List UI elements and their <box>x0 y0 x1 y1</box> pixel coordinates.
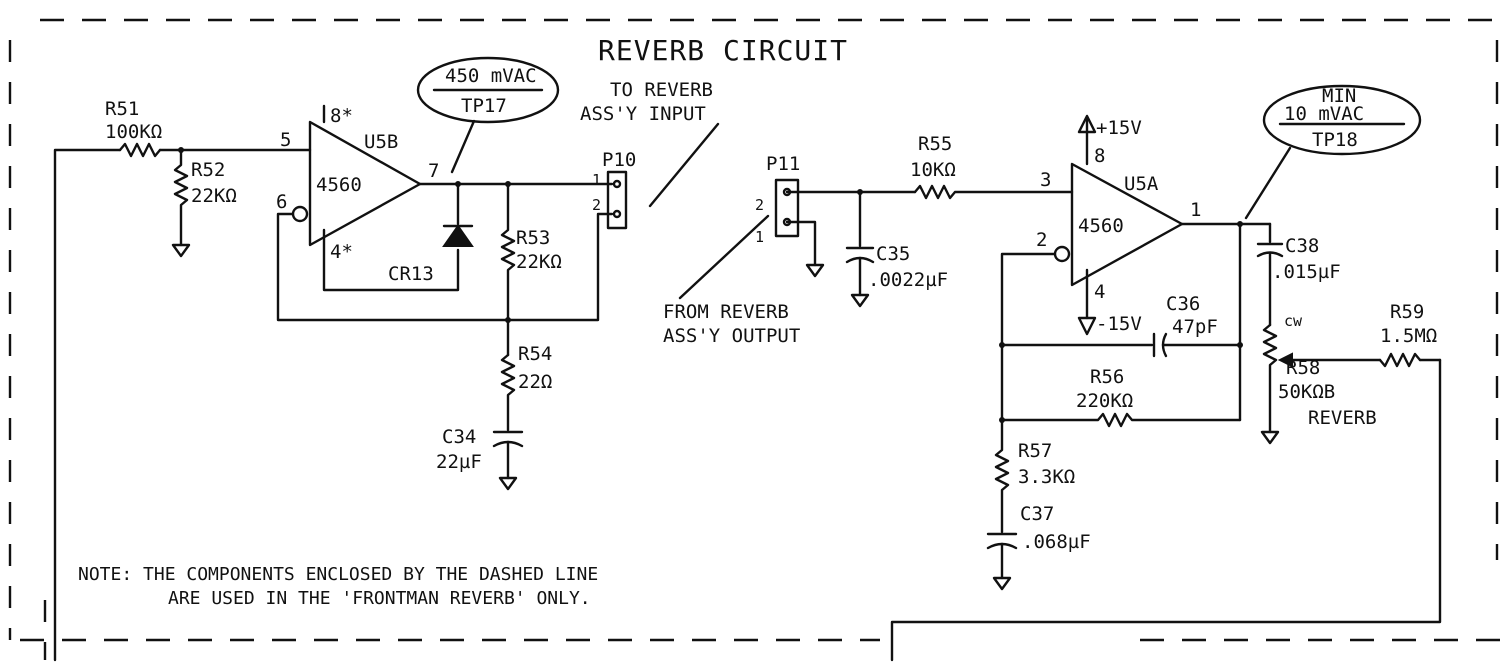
u5a-part: 4560 <box>1078 215 1124 237</box>
p11-pin2: 2 <box>755 196 764 214</box>
dashed-enclosure <box>8 18 1500 660</box>
c37-value: .068µF <box>1022 531 1091 553</box>
r58-ref: R58 <box>1286 357 1320 379</box>
r56-value: 220KΩ <box>1076 390 1133 412</box>
p10-pin1: 1 <box>592 171 601 189</box>
c35-value: .0022µF <box>868 269 948 291</box>
r57-ref: R57 <box>1018 440 1052 462</box>
u5a-pin8: 8 <box>1094 145 1105 167</box>
r51-ref: R51 <box>105 98 139 120</box>
u5b-pin6: 6 <box>276 191 287 213</box>
op-amp-u5a <box>986 114 1272 591</box>
c35-ref: C35 <box>876 243 910 265</box>
c34-ref: C34 <box>442 426 476 448</box>
p10-label-2: ASS'Y INPUT <box>580 103 706 125</box>
connector-p11 <box>678 178 1074 308</box>
r54-value: 22Ω <box>518 371 552 393</box>
c37-ref: C37 <box>1020 503 1054 525</box>
note-line-2: ARE USED IN THE 'FRONTMAN REVERB' ONLY. <box>168 588 591 609</box>
input-wiring <box>53 142 312 662</box>
tp17-callout <box>416 56 560 174</box>
tp18-value: 10 mVAC <box>1284 103 1364 125</box>
u5b-pin5: 5 <box>280 129 291 151</box>
tp17-name: TP17 <box>461 95 507 117</box>
r58-function: REVERB <box>1308 407 1377 429</box>
r51-value: 100KΩ <box>105 121 162 143</box>
r57-value: 3.3KΩ <box>1018 466 1075 488</box>
u5b-part: 4560 <box>316 174 362 196</box>
note-line-1: NOTE: THE COMPONENTS ENCLOSED BY THE DAS… <box>78 564 598 585</box>
tp18-prefix: MIN <box>1322 85 1356 107</box>
r54-ref: R54 <box>518 343 552 365</box>
p10-pin2: 2 <box>592 196 601 214</box>
tp17-value: 450 mVAC <box>445 65 537 87</box>
tp18-callout <box>1244 84 1422 220</box>
r53-value: 22KΩ <box>516 251 562 273</box>
u5b-ref: U5B <box>364 131 398 153</box>
u5a-supply-pos: +15V <box>1096 117 1142 139</box>
r55-value: 10KΩ <box>910 159 956 181</box>
r58-cw: cw <box>1284 312 1303 330</box>
r58-value: 50KΩB <box>1278 381 1335 403</box>
c38-value: .015µF <box>1272 261 1341 283</box>
op-amp-u5b <box>276 104 614 491</box>
r59-ref: R59 <box>1390 301 1424 323</box>
r56-ref: R56 <box>1090 366 1124 388</box>
p11-pin1: 1 <box>755 228 764 246</box>
u5a-pin1: 1 <box>1190 199 1201 221</box>
u5a-pin3: 3 <box>1040 169 1051 191</box>
u5a-pin4: 4 <box>1094 281 1105 303</box>
r52-ref: R52 <box>191 159 225 181</box>
p11-label-1: FROM REVERB <box>663 301 789 323</box>
u5a-pin2: 2 <box>1036 229 1047 251</box>
p10-label-1: TO REVERB <box>610 79 713 101</box>
r52-value: 22KΩ <box>191 185 237 207</box>
u5b-pin8: 8* <box>330 105 353 127</box>
c36-value: 47pF <box>1172 316 1218 338</box>
r59-value: 1.5MΩ <box>1380 325 1437 347</box>
tp18-name: TP18 <box>1312 129 1358 151</box>
u5b-pin4: 4* <box>330 241 353 263</box>
cr13-ref: CR13 <box>388 263 434 285</box>
p11-label-2: ASS'Y OUTPUT <box>663 325 800 347</box>
c36-ref: C36 <box>1166 293 1200 315</box>
u5b-pin7: 7 <box>428 160 439 182</box>
u5a-supply-neg: -15V <box>1096 313 1142 335</box>
reverb-output-network <box>890 222 1442 662</box>
u5a-ref: U5A <box>1124 173 1159 195</box>
p11-ref: P11 <box>766 153 800 175</box>
schematic-title: REVERB CIRCUIT <box>598 34 848 67</box>
r53-ref: R53 <box>516 227 550 249</box>
c34-value: 22µF <box>436 451 482 473</box>
connector-p10 <box>606 122 720 230</box>
c38-ref: C38 <box>1285 235 1319 257</box>
p10-ref: P10 <box>602 149 636 171</box>
r55-ref: R55 <box>918 133 952 155</box>
